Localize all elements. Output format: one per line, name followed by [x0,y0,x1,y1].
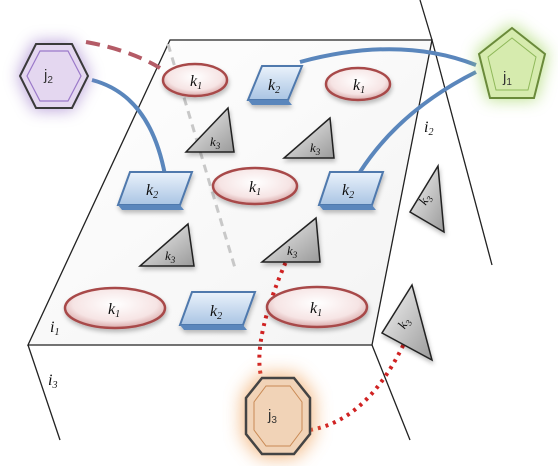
svg-text:k1: k1 [353,77,365,96]
svg-text:k3: k3 [165,248,176,265]
svg-text:k1: k1 [310,300,322,319]
svg-text:k3: k3 [287,243,298,260]
node-k2: k2 [317,171,385,210]
svg-text:k3: k3 [210,134,221,151]
svg-text:k2: k2 [146,182,158,201]
node-j1: j1 [476,24,548,100]
node-k3: k3 [138,222,195,267]
layer-i2-plane [419,0,493,266]
node-k3: k3 [184,106,235,153]
dotted-link-j3-right [309,334,410,432]
layer-i3-plane [27,344,411,441]
plane-divider [166,43,237,269]
svg-text:j1: j1 [502,69,512,88]
svg-text:k2: k2 [268,77,280,96]
node-j2: j2 [18,42,90,110]
solid-link-j1-mid [358,70,477,174]
solid-link-j1-top [299,47,477,67]
node-k1: k1 [211,166,299,206]
node-k2: k2 [246,65,304,105]
dashed-link-j2 [85,40,162,70]
node-k2: k2 [178,291,257,330]
svg-text:k2: k2 [342,182,354,201]
node-k3: k3 [380,283,434,362]
node-k1: k1 [324,66,392,102]
node-k3: k3 [408,163,445,234]
solid-link-j2 [91,78,167,176]
label-i3: i3 [48,372,57,391]
node-k2: k2 [116,171,194,210]
svg-text:k2: k2 [210,303,222,322]
label-i1: i1 [50,319,59,338]
svg-text:k1: k1 [190,73,202,92]
node-k1: k1 [63,286,167,330]
node-k3: k3 [259,216,321,263]
label-i2: i2 [424,119,433,138]
svg-text:k3: k3 [310,140,321,157]
node-j3: j3 [242,374,314,458]
node-k1: k1 [265,285,369,329]
svg-text:k1: k1 [108,301,120,320]
svg-text:j2: j2 [43,67,53,86]
svg-text:j3: j3 [267,407,277,426]
node-k1: k1 [161,62,229,98]
node-k3: k3 [281,116,335,159]
svg-text:k1: k1 [249,179,261,198]
